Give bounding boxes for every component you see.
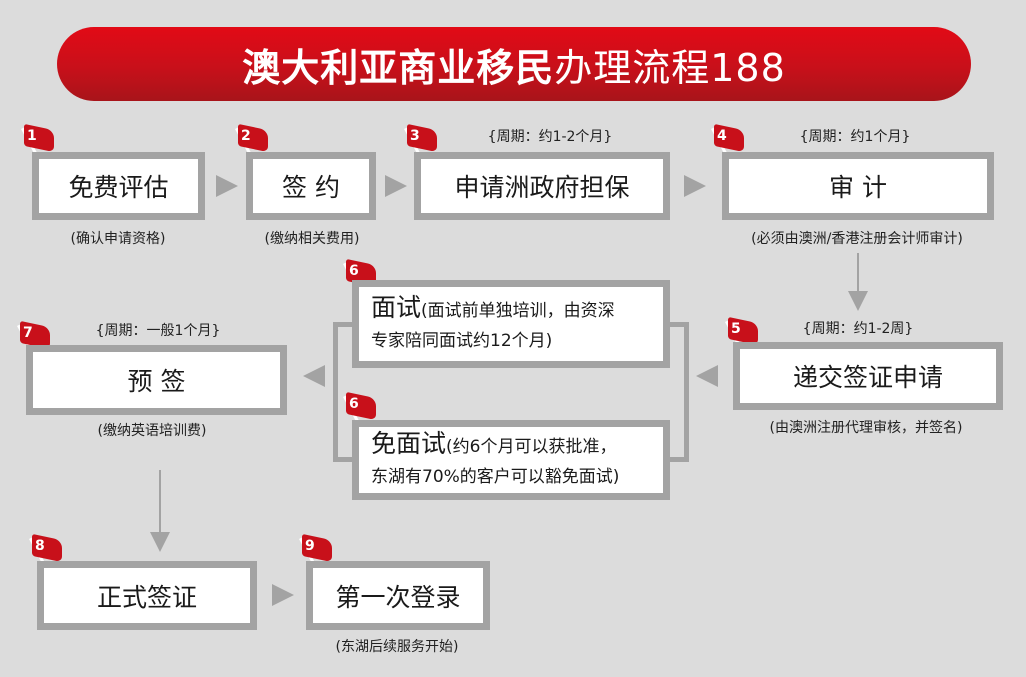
title-normal: 办理流程188 xyxy=(554,45,786,90)
flag-icon: 2 xyxy=(232,123,276,159)
step-9-note: (东湖后续服务开始) xyxy=(335,639,459,655)
bracket-line xyxy=(333,457,353,462)
step-detail: (约6个月可以获批准， xyxy=(446,436,617,457)
flag-icon: 3 xyxy=(401,123,445,159)
step-4-period: {周期：约1个月} xyxy=(799,129,911,145)
title-bold: 澳大利亚商业移民 xyxy=(242,45,555,90)
title-banner: 澳大利亚商业移民 办理流程188 xyxy=(57,27,971,101)
step-2-note: (缴纳相关费用) xyxy=(264,231,360,247)
arrow-down-icon xyxy=(150,532,170,552)
bracket-line xyxy=(333,322,353,327)
bracket-line xyxy=(667,457,689,462)
flag-icon: 8 xyxy=(26,533,70,569)
step-detail: (面试前单独培训，由资深 xyxy=(421,300,615,321)
bracket-line xyxy=(333,322,338,462)
step-1-note: (确认申请资格) xyxy=(70,231,166,247)
step-1-box: 免费评估 xyxy=(32,152,205,220)
step-6-no-interview-box: 免面试(约6个月可以获批准， 东湖有70%的客户可以豁免面试) xyxy=(352,420,670,500)
step-label: 递交签证申请 xyxy=(792,363,943,392)
step-6-interview-box: 面试(面试前单独培训，由资深 专家陪同面试约12个月) xyxy=(352,280,670,368)
flag-icon: 9 xyxy=(296,533,340,569)
step-5-box: 递交签证申请 xyxy=(733,342,1003,410)
step-5-note: (由澳洲注册代理审核，并签名) xyxy=(769,420,963,436)
step-4-note: (必须由澳洲/香港注册会计师审计) xyxy=(751,231,963,247)
step-7-period: {周期：一般1个月} xyxy=(95,323,221,339)
step-4-box: 审 计 xyxy=(722,152,994,220)
connector-line xyxy=(159,470,161,534)
flag-icon: 1 xyxy=(18,123,62,159)
flag-icon: 6 xyxy=(340,258,384,294)
step-8-box: 正式签证 xyxy=(37,561,257,630)
step-label: 正式签证 xyxy=(96,582,197,612)
arrow-right-icon xyxy=(272,584,294,606)
connector-line xyxy=(857,253,859,293)
arrow-left-icon xyxy=(696,365,718,387)
step-5-period: {周期：约1-2周} xyxy=(802,321,914,337)
step-2-box: 签 约 xyxy=(246,152,376,220)
flag-icon: 5 xyxy=(722,316,766,352)
step-7-box: 预 签 xyxy=(26,345,287,415)
step-label: 免费评估 xyxy=(68,173,169,202)
step-3-period: {周期：约1-2个月} xyxy=(487,129,613,145)
bracket-line xyxy=(667,322,689,327)
arrow-right-icon xyxy=(216,175,238,197)
step-detail: 东湖有70%的客户可以豁免面试) xyxy=(371,466,620,487)
step-label: 审 计 xyxy=(829,173,887,202)
arrow-left-icon xyxy=(303,365,325,387)
arrow-down-icon xyxy=(848,291,868,311)
step-label: 签 约 xyxy=(282,173,340,202)
flag-icon: 6 xyxy=(340,391,384,427)
step-3-box: 申请洲政府担保 xyxy=(414,152,670,220)
step-9-box: 第一次登录 xyxy=(306,561,490,630)
flag-icon: 7 xyxy=(14,320,58,356)
flag-icon: 4 xyxy=(708,123,752,159)
step-7-note: (缴纳英语培训费) xyxy=(97,423,207,439)
step-label: 预 签 xyxy=(127,367,186,396)
arrow-right-icon xyxy=(385,175,407,197)
step-label: 申请洲政府担保 xyxy=(454,173,630,202)
arrow-right-icon xyxy=(684,175,706,197)
step-detail: 专家陪同面试约12个月) xyxy=(371,330,553,351)
step-label: 第一次登录 xyxy=(335,582,461,612)
bracket-line xyxy=(684,322,689,462)
step-label: 面试 xyxy=(371,292,422,322)
step-label: 免面试 xyxy=(371,428,447,458)
